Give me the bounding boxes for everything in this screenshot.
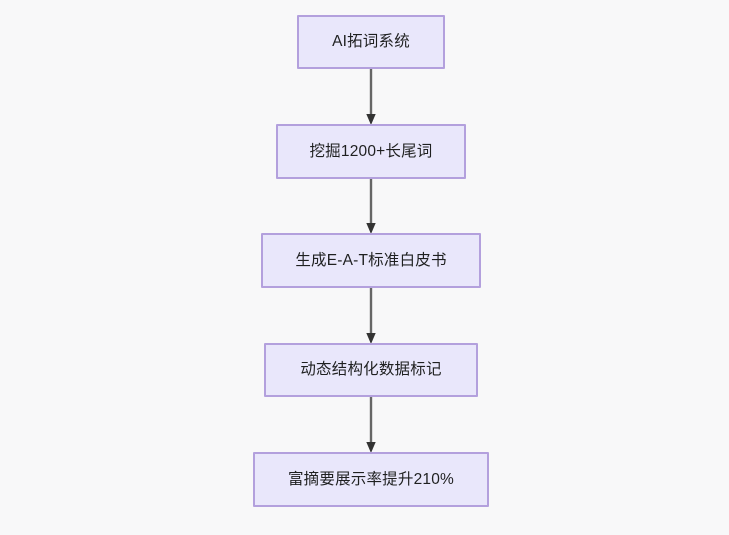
flowchart-node-dynamic-structured-data-markup[interactable]: 动态结构化数据标记 — [264, 343, 478, 397]
edge-n1-n2 — [362, 69, 380, 125]
flowchart-node-mine-longtail-keywords[interactable]: 挖掘1200+长尾词 — [276, 124, 466, 179]
edge-n4-n5 — [362, 397, 380, 453]
flowchart-node-ai-keyword-system[interactable]: AI拓词系统 — [297, 15, 445, 69]
flowchart-node-label: 生成E-A-T标准白皮书 — [295, 251, 447, 269]
flowchart-node-label: 挖掘1200+长尾词 — [309, 142, 433, 160]
edge-n3-n4 — [362, 288, 380, 344]
flowchart-node-label: 富摘要展示率提升210% — [287, 470, 455, 488]
edge-n2-n3 — [362, 179, 380, 234]
flowchart-node-generate-eat-whitepaper[interactable]: 生成E-A-T标准白皮书 — [261, 233, 481, 288]
flowchart-node-label: AI拓词系统 — [332, 33, 410, 51]
flowchart-node-rich-snippet-impression-lift[interactable]: 富摘要展示率提升210% — [253, 452, 489, 507]
flowchart-node-label: 动态结构化数据标记 — [300, 361, 442, 379]
